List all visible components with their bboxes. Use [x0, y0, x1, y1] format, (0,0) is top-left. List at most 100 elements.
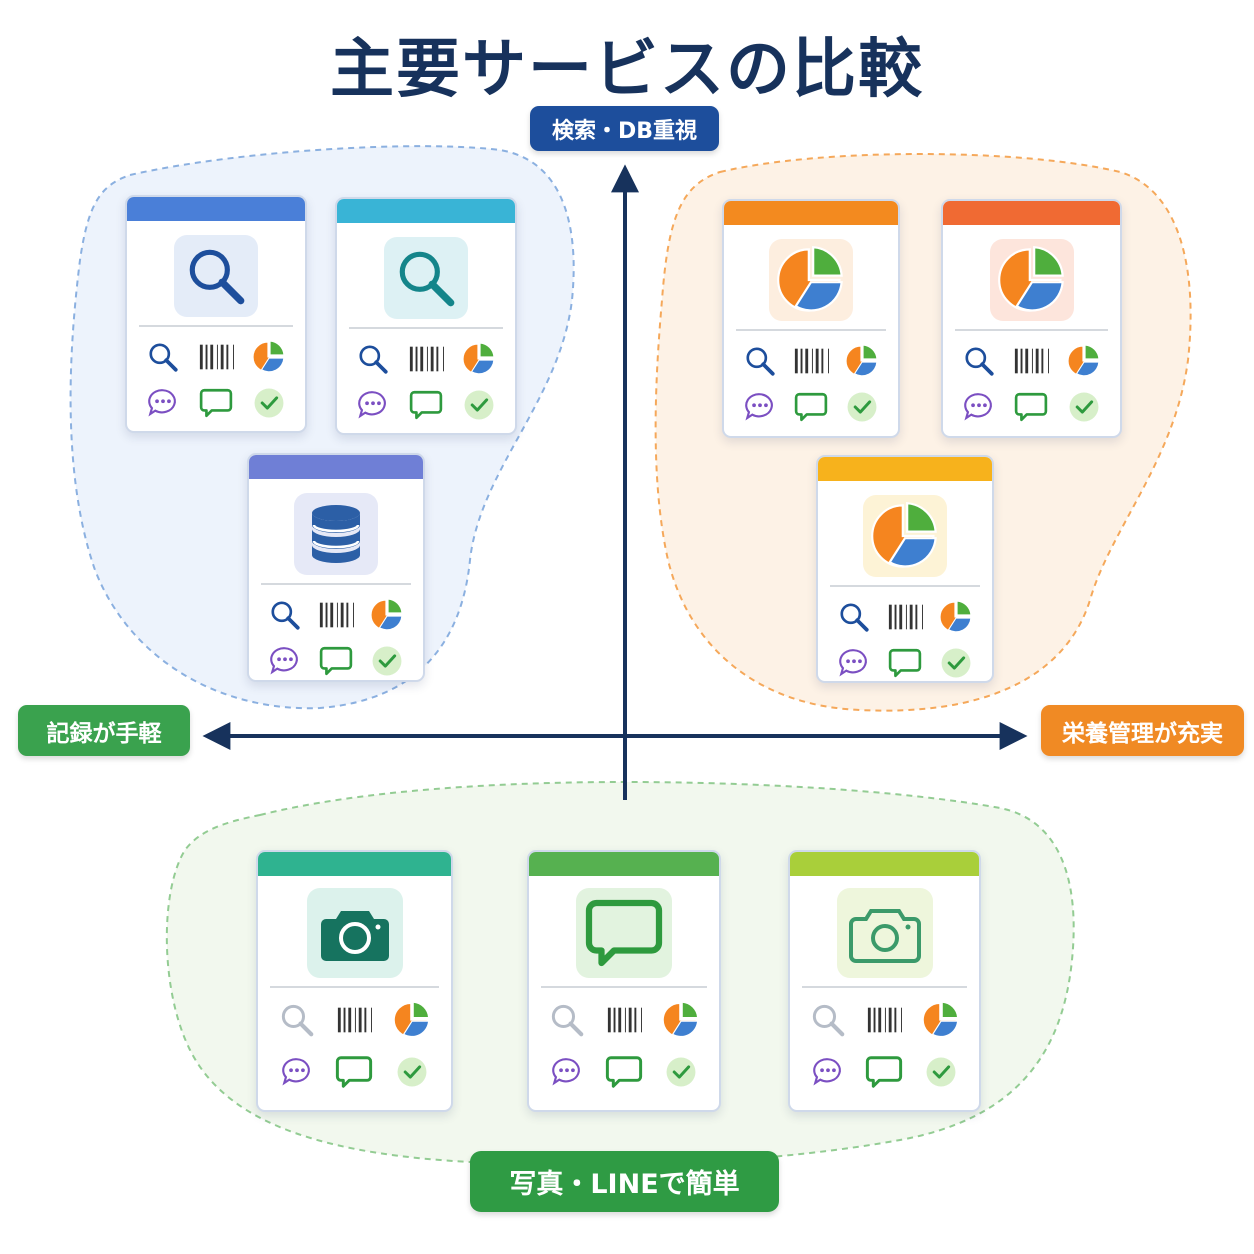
barcode-icon: [406, 339, 446, 379]
service-card[interactable]: [788, 850, 981, 1112]
axis-label-bottom: 写真・LINEで簡単: [470, 1151, 779, 1212]
feature-row: [127, 383, 305, 423]
card-divider: [139, 325, 293, 327]
feature-row: [249, 595, 423, 635]
pie-chart-icon: [936, 597, 976, 637]
pie-chart-icon: [776, 245, 846, 315]
page-title: 主要サービスの比較: [330, 33, 924, 107]
chat-bubble-icon: [406, 385, 446, 425]
search-icon: [547, 1000, 587, 1040]
barcode-icon: [334, 1000, 374, 1040]
chat-dots-icon: [277, 1052, 317, 1092]
pie-chart-icon: [921, 1000, 961, 1040]
check-circle-icon: [249, 383, 289, 423]
card-divider: [830, 585, 980, 587]
pie-chart-icon: [392, 1000, 432, 1040]
chat-bubble-icon: [196, 383, 236, 423]
service-card[interactable]: [941, 199, 1122, 438]
check-circle-icon: [921, 1052, 961, 1092]
chat-dots-icon: [265, 641, 305, 680]
feature-row: [258, 1052, 451, 1092]
card-main-tile: [294, 493, 378, 575]
feature-row: [529, 1000, 719, 1040]
feature-row: [258, 1000, 451, 1040]
search-icon: [959, 341, 999, 381]
pie-chart-icon: [661, 1000, 701, 1040]
service-card[interactable]: [722, 199, 900, 438]
search-icon: [740, 341, 780, 381]
service-card[interactable]: [256, 850, 453, 1112]
card-main-tile: [863, 495, 947, 577]
card-main-tile: [769, 239, 853, 321]
card-divider: [736, 329, 886, 331]
magnifier-icon: [183, 243, 249, 309]
feature-row: [724, 341, 898, 381]
feature-row: [337, 385, 515, 425]
card-header: [337, 199, 515, 223]
feature-row: [337, 339, 515, 379]
card-divider: [955, 329, 1108, 331]
feature-row: [818, 597, 992, 637]
feature-row: [529, 1052, 719, 1092]
barcode-icon: [316, 595, 356, 635]
chat-bubble-icon: [584, 893, 664, 973]
card-header: [818, 457, 992, 481]
search-icon: [143, 337, 183, 377]
chat-bubble-icon: [864, 1052, 904, 1092]
service-card[interactable]: [816, 455, 994, 683]
barcode-icon: [864, 1000, 904, 1040]
pie-chart-icon: [367, 595, 407, 635]
card-divider: [541, 986, 707, 988]
search-icon: [265, 595, 305, 635]
chat-bubble-icon: [334, 1052, 374, 1092]
card-header: [258, 852, 451, 876]
barcode-icon: [791, 341, 831, 381]
search-icon: [277, 1000, 317, 1040]
chat-bubble-icon: [316, 641, 356, 680]
check-circle-icon: [936, 643, 976, 681]
chat-dots-icon: [808, 1052, 848, 1092]
service-card[interactable]: [247, 453, 425, 682]
pie-chart-icon: [842, 341, 882, 381]
pie-chart-icon: [997, 245, 1067, 315]
search-icon: [353, 339, 393, 379]
camera-outline-icon: [848, 903, 921, 963]
card-header: [249, 455, 423, 479]
card-main-tile: [306, 888, 403, 978]
card-divider: [802, 986, 967, 988]
check-circle-icon: [1064, 387, 1104, 427]
card-divider: [270, 986, 439, 988]
chat-bubble-icon: [1011, 387, 1051, 427]
pie-chart-icon: [1064, 341, 1104, 381]
chat-dots-icon: [547, 1052, 587, 1092]
pie-chart-icon: [249, 337, 289, 377]
search-icon: [834, 597, 874, 637]
card-divider: [349, 327, 503, 329]
check-circle-icon: [459, 385, 499, 425]
service-card[interactable]: [527, 850, 721, 1112]
search-icon: [808, 1000, 848, 1040]
chat-dots-icon: [143, 383, 183, 423]
camera-filled-icon: [319, 903, 391, 963]
barcode-icon: [196, 337, 236, 377]
feature-row: [790, 1052, 979, 1092]
card-header: [943, 201, 1120, 225]
axis-label-right: 栄養管理が充実: [1041, 705, 1244, 756]
barcode-icon: [604, 1000, 644, 1040]
service-card[interactable]: [125, 195, 307, 433]
feature-row: [943, 387, 1120, 427]
axis-label-top: 検索・DB重視: [530, 106, 719, 151]
card-main-tile: [174, 235, 258, 317]
feature-row: [127, 337, 305, 377]
barcode-icon: [885, 597, 925, 637]
card-main-tile: [836, 888, 933, 978]
database-icon: [307, 503, 365, 565]
service-card[interactable]: [335, 197, 517, 435]
feature-row: [790, 1000, 979, 1040]
card-header: [724, 201, 898, 225]
feature-row: [724, 387, 898, 427]
chat-dots-icon: [959, 387, 999, 427]
chat-dots-icon: [740, 387, 780, 427]
feature-row: [943, 341, 1120, 381]
card-header: [127, 197, 305, 221]
